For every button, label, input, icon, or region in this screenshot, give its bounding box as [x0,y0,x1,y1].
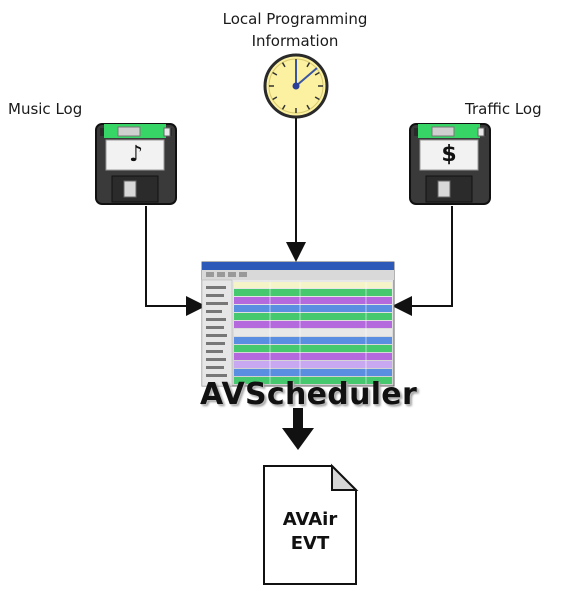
connector-arrows [145,118,453,316]
music-log-label: Music Log [8,100,83,118]
traffic-log-disk-icon [409,123,491,205]
music-note-icon: ♪ [128,142,144,167]
avscheduler-title: AVScheduler [200,377,418,412]
output-arrow [282,408,314,450]
doc-label-line2: EVT [290,533,330,554]
evt-document-icon [263,463,359,585]
music-log-disk-icon [95,123,177,205]
traffic-log-label: Traffic Log [465,100,542,118]
local-programming-label-line1: Local Programming [222,10,368,28]
avscheduler-window-thumbnail [201,261,395,387]
dollar-sign-icon: $ [441,142,457,167]
local-programming-label-line2: Information [251,32,339,50]
clock-icon [263,53,329,119]
doc-label-line1: AVAir [282,509,338,530]
schedule-rows [234,282,392,384]
